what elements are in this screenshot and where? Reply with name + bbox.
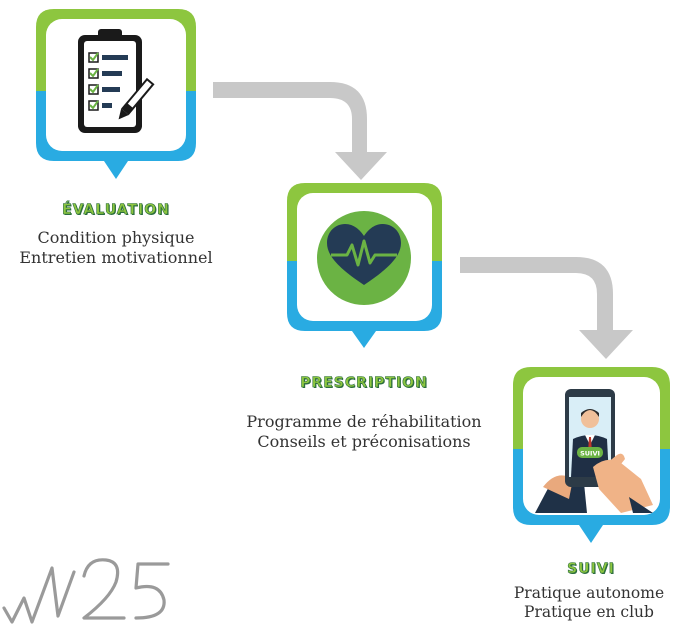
- prescription-badge: [287, 183, 442, 348]
- arrow-evaluation-to-prescription: [213, 82, 387, 180]
- suivi-title: SUIVI: [567, 561, 615, 578]
- evaluation-badge: [36, 9, 196, 179]
- evaluation-line-1: Condition physique: [37, 228, 195, 247]
- m2s-logo: [2, 558, 170, 624]
- prescription-line-2: Conseils et préconisations: [257, 432, 471, 451]
- prescription-title: PRESCRIPTION: [300, 375, 428, 392]
- suivi-badge: SUIVI: [513, 367, 670, 543]
- prescription-line-1: Programme de réhabilitation: [246, 412, 482, 431]
- suivi-description: Pratique autonome Pratique en club: [500, 584, 678, 623]
- prescription-description: Programme de réhabilitation Conseils et …: [218, 412, 510, 452]
- suivi-line-1: Pratique autonome: [513, 584, 665, 602]
- arrow-prescription-to-suivi: [460, 257, 633, 359]
- heart-pulse-icon: [317, 211, 411, 305]
- evaluation-title: ÉVALUATION: [62, 202, 170, 219]
- suivi-line-2: Pratique en club: [524, 603, 654, 622]
- clipboard-checklist-icon: [78, 29, 155, 133]
- phone-video-call-icon: SUIVI: [535, 389, 653, 513]
- suivi-screen-label: SUIVI: [580, 450, 600, 458]
- evaluation-line-2: Entretien motivationnel: [19, 248, 213, 267]
- evaluation-description: Condition physique Entretien motivationn…: [2, 228, 230, 268]
